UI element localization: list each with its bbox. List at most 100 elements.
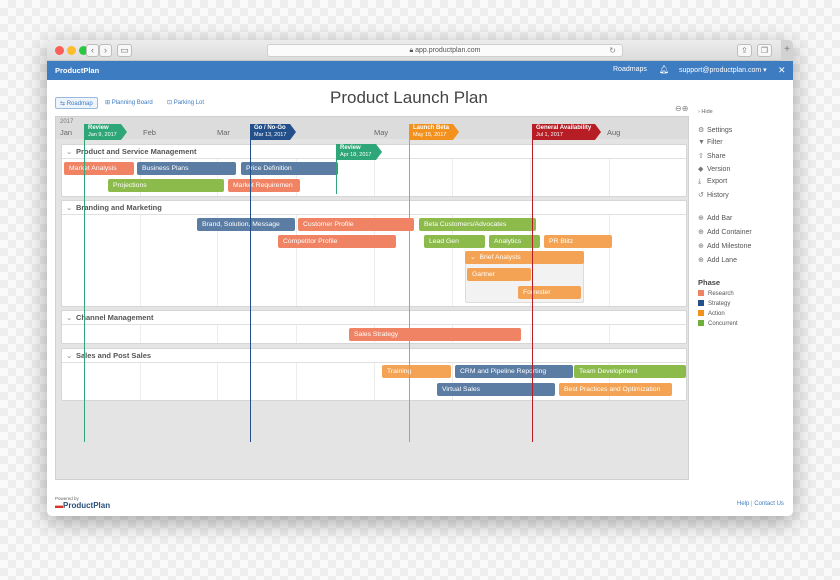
footer-logo[interactable]: ▬ProductPlan [55, 501, 111, 510]
sidebar-item-settings[interactable]: ⚙Settings [698, 127, 733, 134]
roadmap-bar[interactable]: Projections [108, 179, 224, 192]
zoom-window-button[interactable] [79, 46, 88, 55]
share-icon[interactable]: ⇪ [737, 44, 752, 57]
grid-divider [452, 159, 453, 196]
chevron-down-icon[interactable]: ⌄ [66, 147, 73, 156]
sidebar-item-share[interactable]: ⇧Share [698, 153, 726, 160]
roadmap-bar[interactable]: Business Plans [137, 162, 236, 175]
lane-branding-marketing[interactable]: ⌄ Branding and Marketing Brand, Solution… [61, 200, 687, 307]
timeline-year: 2017 [60, 119, 74, 125]
close-window-button[interactable] [55, 46, 64, 55]
grid-divider [452, 215, 453, 306]
plus-icon: ⊕ [698, 243, 704, 250]
bell-icon[interactable]: 🔔︎ [659, 65, 670, 74]
sidebar-item-filter[interactable]: ▼Filter [698, 139, 723, 146]
lane-title: ⌄ Branding and Marketing [62, 201, 686, 215]
zoom-controls: ⊖⊕ [675, 104, 688, 113]
roadmap-bar[interactable]: Training [382, 365, 451, 378]
grid-divider [530, 363, 531, 400]
tab-parking-lot[interactable]: ⊡ Parking Lot [167, 100, 205, 106]
roadmap-bar[interactable]: Brand, Solution, Message [197, 218, 295, 231]
tab-planning-board[interactable]: ⊞ Planning Board [105, 100, 153, 106]
tab-roadmap[interactable]: ⇆ Roadmap [55, 97, 98, 109]
sidebar-item-history[interactable]: ↺History [698, 192, 729, 199]
reload-icon[interactable]: ↻ [609, 46, 616, 55]
grid-divider [374, 363, 375, 400]
milestone-line [532, 124, 533, 442]
legend-swatch [698, 290, 704, 296]
nav-roadmaps-link[interactable]: Roadmaps [613, 66, 647, 73]
hide-sidebar-link[interactable]: › Hide [698, 109, 713, 115]
minimize-window-button[interactable] [67, 46, 76, 55]
milestone-line [250, 124, 251, 442]
grid-divider [609, 159, 610, 196]
powered-by-label: Powered by [55, 496, 79, 501]
sidebar-item-add-container[interactable]: ⊕Add Container [698, 229, 752, 236]
month-label: Feb [143, 128, 156, 137]
roadmap-bar[interactable]: Competitor Profile [278, 235, 396, 248]
roadmap-bar[interactable]: Team Development [574, 365, 686, 378]
roadmap-bar[interactable]: Customer Profile [298, 218, 414, 231]
roadmap-bar[interactable]: Market Analysis [64, 162, 134, 175]
month-label: Mar [217, 128, 230, 137]
roadmap-bar[interactable]: Virtual Sales [437, 383, 555, 396]
roadmap-bar[interactable]: Sales Strategy [349, 328, 521, 341]
sidebar-toggle-icon[interactable]: ▭ [117, 44, 132, 57]
grid-divider [609, 363, 610, 400]
roadmap-bar[interactable]: Lead Gen [424, 235, 485, 248]
forward-icon[interactable]: › [99, 44, 112, 57]
roadmap-bar[interactable]: Market Requiremen [228, 179, 300, 192]
new-tab-icon[interactable]: + [781, 40, 793, 61]
grid-divider [452, 363, 453, 400]
user-menu[interactable]: support@productplan.com ▾ [679, 67, 767, 74]
sidebar-item-version[interactable]: ◆Version [698, 166, 731, 173]
plus-icon: ⊕ [698, 229, 704, 236]
sidebar-item-export[interactable]: ⤓Export [698, 178, 728, 185]
app-logo[interactable]: ProductPlan [55, 66, 100, 75]
zoom-in-icon[interactable]: ⊕ [681, 104, 689, 113]
help-link[interactable]: Help [737, 501, 750, 507]
grid-divider [217, 363, 218, 400]
back-icon[interactable]: ‹ [86, 44, 99, 57]
sidebar-item-add-lane[interactable]: ⊕Add Lane [698, 257, 737, 264]
roadmap-bar[interactable]: CRM and Pipeline Reporting [455, 365, 573, 378]
phase-legend-item: Action [698, 310, 725, 317]
phase-legend-item: Concurrent [698, 320, 738, 327]
month-label: Jan [60, 128, 73, 137]
roadmap-bar[interactable]: Beta Customers/Advocates [419, 218, 536, 231]
month-label: May [374, 128, 389, 137]
sidebar-item-add-milestone[interactable]: ⊕Add Milestone [698, 243, 752, 250]
address-bar[interactable]: 🔒︎ app.productplan.com ↻ [267, 44, 623, 57]
sidebar-item-add-bar[interactable]: ⊕Add Bar [698, 215, 733, 222]
chevron-down-icon[interactable]: ⌄ [66, 313, 73, 322]
tabs-icon[interactable]: ❐ [757, 44, 772, 57]
chevron-down-icon[interactable]: ⌄ [66, 203, 73, 212]
grid-divider [140, 363, 141, 400]
close-icon[interactable]: ✕ [778, 65, 786, 75]
chevron-down-icon[interactable]: ⌄ [66, 351, 73, 360]
zoom-out-icon[interactable]: ⊖ [675, 104, 682, 113]
container-header[interactable]: ⌄ Brief Analysts [465, 251, 584, 264]
roadmap-bar[interactable]: Best Practices and Optimization [559, 383, 672, 396]
roadmap-bar[interactable]: Analytics [489, 235, 540, 248]
roadmap-bar[interactable]: PR Blitz [544, 235, 612, 248]
roadmap-bar[interactable]: Price Definition [241, 162, 338, 175]
roadmap-bar[interactable]: Gartner [467, 268, 531, 281]
phase-legend-item: Strategy [698, 300, 730, 307]
planning-board-icon: ⊞ [105, 100, 111, 106]
grid-divider [296, 215, 297, 306]
lane-channel-management[interactable]: ⌄ Channel Management Sales Strategy [61, 310, 687, 344]
grid-divider [530, 159, 531, 196]
lane-sales-post-sales[interactable]: ⌄ Sales and Post Sales Training CRM and … [61, 348, 687, 401]
browser-window: ‹ › ▭ 🔒︎ app.productplan.com ↻ ⇪ ❐ + Pro… [47, 40, 793, 516]
contact-us-link[interactable]: Contact Us [754, 501, 784, 507]
milestone-line [84, 124, 85, 442]
roadmap-bar[interactable]: Forrester [518, 286, 581, 299]
grid-divider [217, 159, 218, 196]
chevron-down-icon[interactable]: ⌄ [470, 254, 476, 261]
